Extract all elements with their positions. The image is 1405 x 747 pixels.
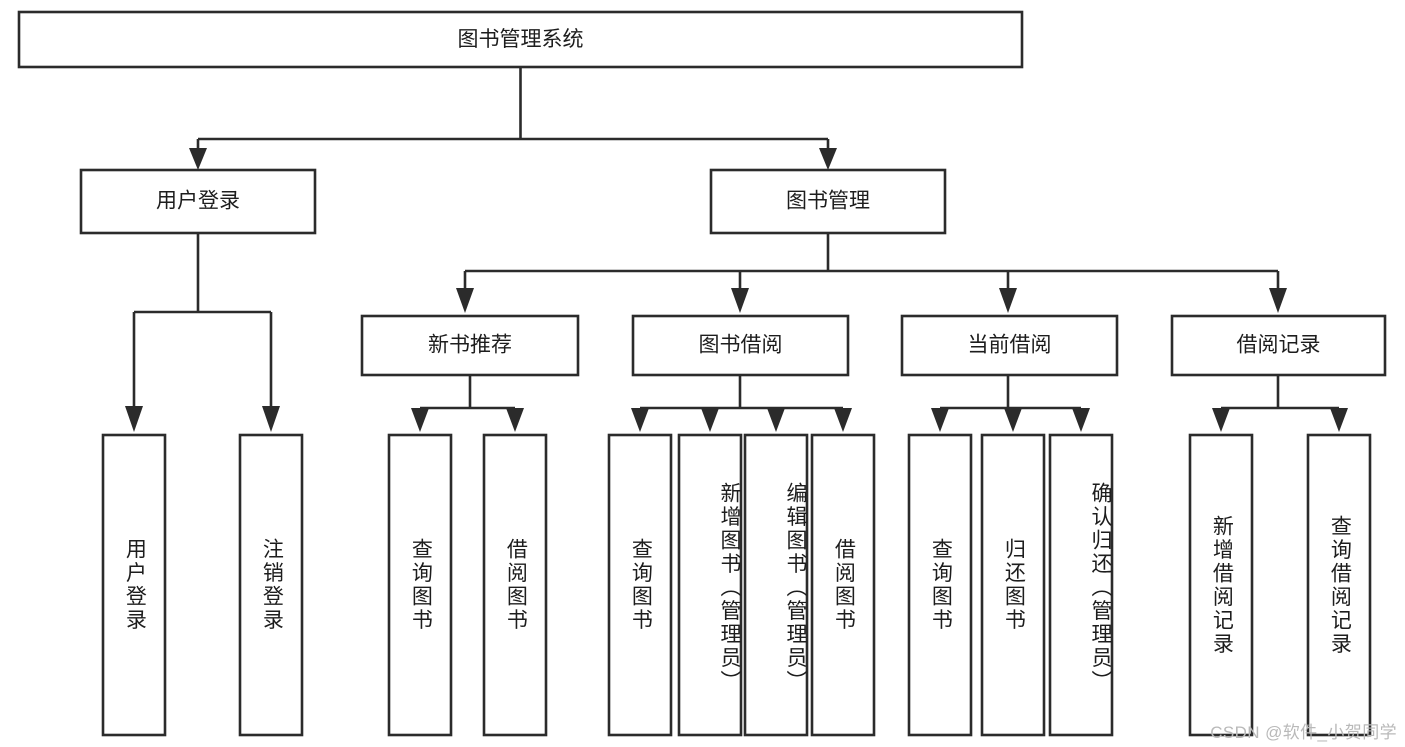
node-box-borrow-records[interactable]	[1170, 314, 1387, 377]
arrow-head-query-books-rec	[411, 408, 429, 432]
arrow-head-query-borrow-record	[1330, 408, 1348, 432]
node-box-add-book-admin[interactable]	[677, 433, 743, 737]
arrow-head-user-logout-action	[262, 406, 280, 432]
arrow-head-confirm-return-admin	[1072, 408, 1090, 432]
arrow-head-borrow-books-borrow	[834, 408, 852, 432]
node-box-query-books-borrow[interactable]	[607, 433, 673, 737]
arrow-head-add-borrow-record	[1212, 408, 1230, 432]
node-label-book-borrow: 图书借阅	[699, 334, 783, 357]
arrow-head-return-books	[1004, 408, 1022, 432]
node-box-user-logout-action[interactable]	[238, 433, 304, 737]
watermark-text: CSDN @软件_小贺同学	[1210, 723, 1397, 742]
arrow-head-user-login-action	[125, 406, 143, 432]
node-box-book-management[interactable]	[709, 168, 947, 235]
connector-group-book-management	[456, 233, 1287, 313]
node-box-current-borrow[interactable]	[900, 314, 1119, 377]
arrow-head-book-borrow	[731, 288, 749, 313]
node-box-new-book-recommend[interactable]	[360, 314, 580, 377]
node-box-root[interactable]	[17, 10, 1024, 69]
arrow-head-current-borrow	[999, 288, 1017, 313]
node-box-query-books-current[interactable]	[907, 433, 973, 737]
connector-group-book-borrow	[631, 375, 852, 432]
connector-group-borrow-records	[1212, 375, 1348, 432]
node-label-current-borrow: 当前借阅	[968, 334, 1052, 357]
node-box-book-borrow[interactable]	[631, 314, 850, 377]
arrow-head-query-books-current	[931, 408, 949, 432]
node-box-add-borrow-record[interactable]	[1188, 433, 1254, 737]
node-box-return-books[interactable]	[980, 433, 1046, 737]
arrow-head-book-management	[819, 148, 837, 170]
connector-group-current-borrow	[931, 375, 1090, 432]
node-box-borrow-books-borrow[interactable]	[810, 433, 876, 737]
arrow-head-borrow-books-rec	[506, 408, 524, 432]
node-box-borrow-books-rec[interactable]	[482, 433, 548, 737]
arrow-head-new-book-recommend	[456, 288, 474, 313]
connector-group-root	[189, 67, 837, 170]
node-label-borrow-records: 借阅记录	[1237, 334, 1321, 357]
arrow-head-query-books-borrow	[631, 408, 649, 432]
node-box-confirm-return-admin[interactable]	[1048, 433, 1114, 737]
node-box-query-books-rec[interactable]	[387, 433, 453, 737]
arrow-head-user-login	[189, 148, 207, 170]
node-box-user-login[interactable]	[79, 168, 317, 235]
connector-group-new-book-recommend	[411, 375, 524, 432]
node-box-user-login-action[interactable]	[101, 433, 167, 737]
node-label-book-management: 图书管理	[786, 190, 870, 213]
node-box-edit-book-admin[interactable]	[743, 433, 809, 737]
connector-group-user-login	[125, 233, 280, 432]
node-box-query-borrow-record[interactable]	[1306, 433, 1372, 737]
node-label-new-book-recommend: 新书推荐	[428, 334, 512, 357]
arrow-head-borrow-records	[1269, 288, 1287, 313]
arrow-head-add-book-admin	[701, 408, 719, 432]
node-label-user-login: 用户登录	[156, 190, 240, 213]
arrow-head-edit-book-admin	[767, 408, 785, 432]
node-label-root: 图书管理系统	[458, 28, 584, 51]
